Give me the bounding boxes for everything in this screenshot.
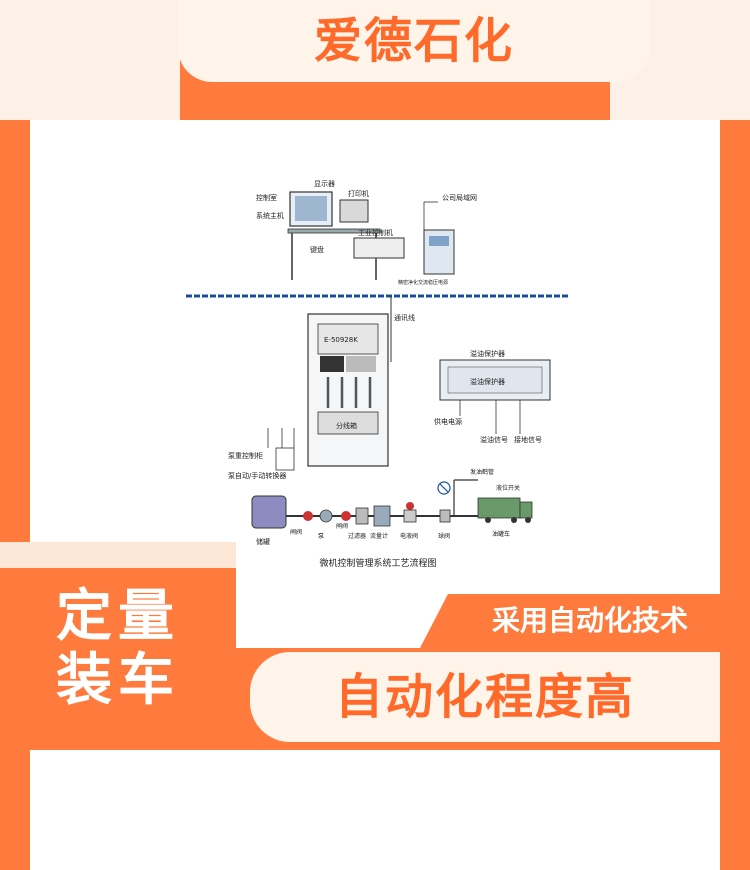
feature-tag1: 采用自动化技术 xyxy=(491,604,688,637)
solenoid-valve-icon xyxy=(403,509,417,523)
pump-control-box xyxy=(275,447,295,471)
desk-top xyxy=(287,228,381,234)
gate-valve-icon xyxy=(303,511,313,521)
label-display: 显示器 xyxy=(314,180,335,188)
label-pump-switch: 泵自动/手动转换器 xyxy=(228,471,286,480)
label-gate-valve1: 闸阀 xyxy=(290,528,302,536)
product-title-line1: 定量 xyxy=(56,584,180,649)
monitor-screen xyxy=(295,196,327,221)
label-lan: 公司局域网 xyxy=(442,193,477,202)
brand-pill xyxy=(178,0,650,82)
label-truck: 油罐车 xyxy=(492,530,510,538)
brand-title: 爱德石化 xyxy=(313,13,514,69)
label-solenoid: 电液阀 xyxy=(400,532,418,540)
label-junction: 分线箱 xyxy=(336,421,357,430)
label-ground-signal: 接地信号 xyxy=(514,435,542,444)
label-cabinet: 精密净化交流稳压电源 xyxy=(398,279,448,286)
filter-icon xyxy=(355,507,369,525)
label-filter: 过滤器 xyxy=(348,532,366,540)
product-box xyxy=(0,542,236,750)
label-host: 系统主机 xyxy=(256,211,284,220)
label-ball-valve: 球阀 xyxy=(438,532,450,540)
product-title-line2: 装车 xyxy=(56,648,180,713)
label-pump-control: 泵重控制柜 xyxy=(228,451,263,460)
label-protector1: 溢油保护器 xyxy=(470,349,505,358)
truck-icon xyxy=(477,497,521,519)
junction-box xyxy=(317,411,379,435)
left-side-bar xyxy=(0,120,30,870)
label-ipc: 工业控制机 xyxy=(358,228,393,237)
label-controller-model: E-50928K xyxy=(324,336,358,344)
gate-valve2-icon xyxy=(341,511,351,521)
controller-display xyxy=(320,356,344,372)
label-protector2: 溢油保护器 xyxy=(470,377,505,386)
label-flowmeter: 流量计 xyxy=(370,532,388,540)
label-control-room: 控制室 xyxy=(256,193,277,202)
ipc-box xyxy=(353,237,405,259)
label-tank: 储罐 xyxy=(256,537,270,546)
feature-tag2: 自动化程度高 xyxy=(334,669,635,725)
label-comm-line: 通讯线 xyxy=(394,313,415,322)
feature-tag2-pill xyxy=(250,652,720,742)
tank-icon xyxy=(251,495,287,529)
right-side-bar xyxy=(720,120,750,870)
top-left-corner xyxy=(0,0,180,140)
process-flow-diagram: 控制室 显示器 打印机 系统主机 键盘 工业控制机 公司局域网 精密净化交流稳压… xyxy=(178,172,578,572)
diagram-caption: 微机控制管理系统工艺流程图 xyxy=(319,557,436,569)
label-gate-valve2: 闸阀 xyxy=(336,522,348,530)
ball-valve-icon xyxy=(439,509,451,523)
label-crane: 发油鹤管 xyxy=(470,468,494,476)
label-overflow-signal: 溢油信号 xyxy=(480,435,508,444)
label-pump: 泵 xyxy=(318,533,324,540)
pump-icon xyxy=(319,509,333,523)
printer-icon xyxy=(339,199,369,223)
product-box-top xyxy=(0,542,236,568)
label-level-switch: 液位开关 xyxy=(496,484,520,492)
feature-tag1-bg xyxy=(420,594,750,648)
label-power-supply: 供电电源 xyxy=(434,417,462,426)
label-keyboard: 键盘 xyxy=(310,245,324,254)
label-printer: 打印机 xyxy=(348,189,369,198)
product-title: 定量 装车 xyxy=(0,585,236,713)
flowmeter-icon xyxy=(373,505,391,527)
